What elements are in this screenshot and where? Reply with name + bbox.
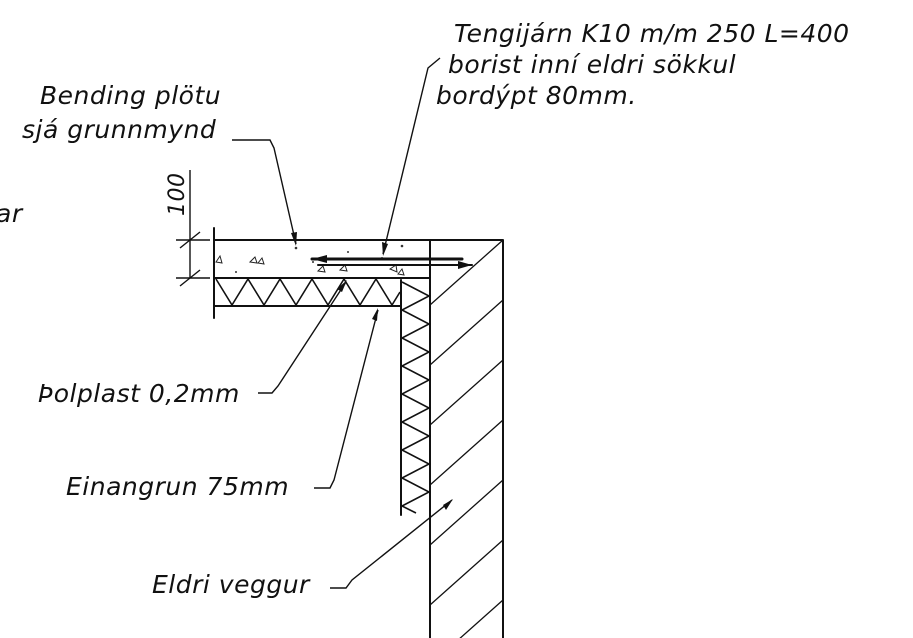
existing-wall: [429, 239, 504, 638]
concrete-slab: [213, 239, 431, 279]
leader-lines: [232, 57, 453, 589]
wall-hatching: [430, 240, 503, 638]
tie-bars-label-line3: bordýpt 80mm.: [436, 81, 637, 110]
labels: Tengijárn K10 m/m 250 L=400 borist inní …: [0, 19, 850, 599]
insulation-label: Einangrun 75mm: [66, 472, 289, 501]
tie-bars-label-line2: borist inní eldri sökkul: [448, 50, 736, 79]
polyplast-label: Þolplast 0,2mm: [38, 379, 240, 408]
cut-off-label-fragment: ar: [0, 199, 24, 228]
old-wall-label: Eldri veggur: [152, 570, 311, 599]
dimension-value: 100: [165, 173, 190, 217]
tie-bar: [310, 255, 473, 269]
insulation-horizontal: [213, 277, 402, 307]
insulation-vertical: [400, 277, 431, 516]
dimension-100: 100: [165, 170, 210, 287]
bending-label-line2: sjá grunnmynd: [22, 115, 216, 144]
bending-label-line1: Bending plötu: [40, 81, 221, 110]
tie-bars-label-line1: Tengijárn K10 m/m 250 L=400: [454, 19, 850, 48]
